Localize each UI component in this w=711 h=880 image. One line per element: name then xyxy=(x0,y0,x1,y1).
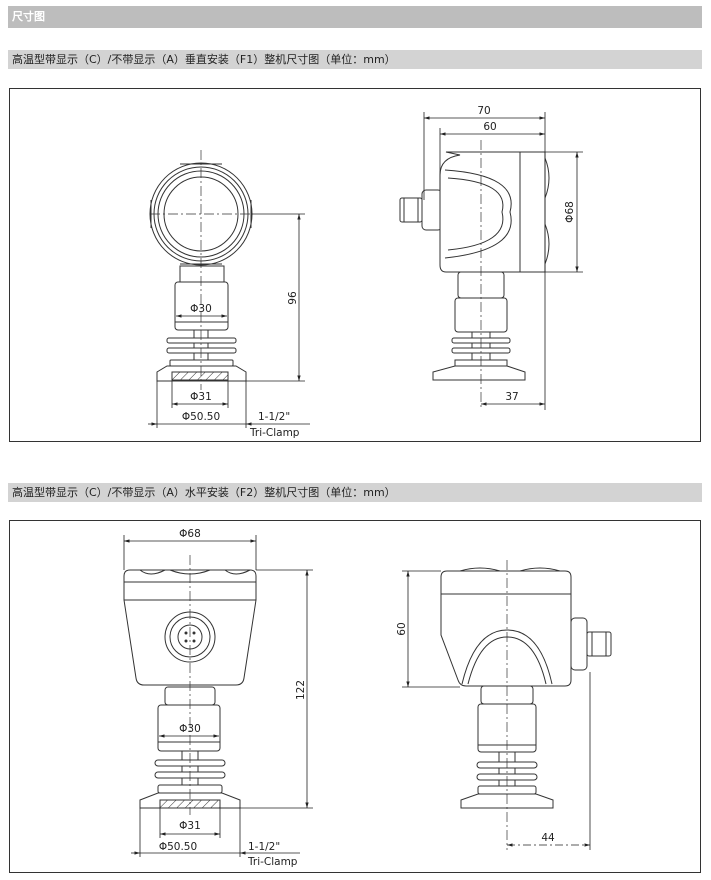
clamp-type: Tri-Clamp xyxy=(249,427,300,439)
section2-title: 高温型带显示（C）/不带显示（A）水平安装（F2）整机尺寸图（单位：mm） xyxy=(8,483,702,502)
front-view-vertical: 96 Φ30 Φ31 Φ50.50 1-1/2" Tri-Clamp xyxy=(148,150,310,439)
side-view-vertical: 70 60 Φ68 37 xyxy=(399,105,583,410)
dim-height-96: 96 xyxy=(287,291,299,305)
dim-bore-dia: Φ31 xyxy=(190,391,212,403)
dim-flange-dia: Φ50.50 xyxy=(159,841,197,853)
dim-offset-37: 37 xyxy=(505,391,518,403)
front-view-horizontal: Φ68 122 Φ30 Φ31 Φ50.50 1-1/2" Tri-Clamp xyxy=(123,528,313,868)
side-view-horizontal: 60 44 xyxy=(396,560,612,850)
section1-title: 高温型带显示（C）/不带显示（A）垂直安装（F1）整机尺寸图（单位：mm） xyxy=(8,50,702,69)
dim-neck-dia: Φ30 xyxy=(179,723,201,735)
section-header: 尺寸图 xyxy=(8,6,702,28)
dim-offset-44: 44 xyxy=(541,832,555,844)
drawing-frame-vertical xyxy=(9,88,701,442)
clamp-type: Tri-Clamp xyxy=(247,856,298,868)
clamp-size: 1-1/2" xyxy=(258,411,290,423)
dim-housing-dia: Φ68 xyxy=(179,528,201,540)
dim-overall-width: 70 xyxy=(477,105,490,117)
dim-bore-dia: Φ31 xyxy=(179,820,201,832)
clamp-size: 1-1/2" xyxy=(248,841,280,853)
dim-neck-dia: Φ30 xyxy=(190,303,212,315)
dim-housing-height: 60 xyxy=(396,622,408,635)
dim-flange-dia: Φ50.50 xyxy=(182,411,220,423)
dim-housing-width: 60 xyxy=(483,121,496,133)
dim-height-122: 122 xyxy=(295,680,307,700)
dim-housing-dia: Φ68 xyxy=(564,201,576,223)
drawing-frame-horizontal xyxy=(9,520,701,873)
